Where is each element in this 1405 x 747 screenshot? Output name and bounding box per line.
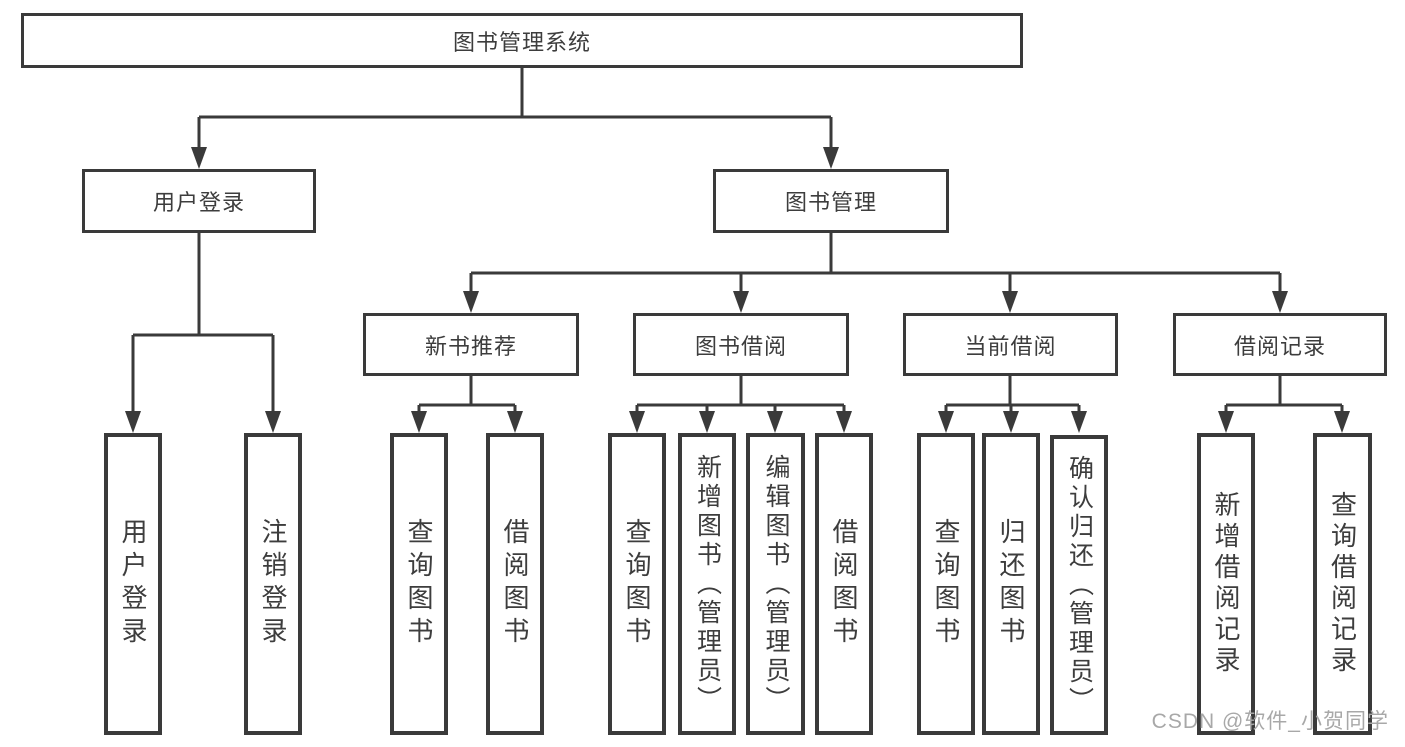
- leaf-label: 借阅图书: [829, 518, 859, 650]
- arrowhead-icon: [507, 411, 523, 433]
- arrowhead-icon: [823, 147, 839, 169]
- connector-book-management-to-children: [463, 233, 1288, 313]
- node-label: 图书借阅: [694, 333, 787, 359]
- leaf-confirm-return-admin: 确认归还（管理员）: [1050, 435, 1108, 735]
- leaf-label: 新增借阅记录: [1211, 491, 1241, 677]
- arrowhead-icon: [1003, 411, 1019, 433]
- leaf-add-books-admin: 新增图书（管理员）: [678, 433, 736, 735]
- node-book-management: 图书管理: [713, 169, 949, 233]
- leaf-query-books-recommend: 查询图书: [390, 433, 448, 735]
- leaf-label: 编辑图书（管理员）: [762, 453, 790, 715]
- node-label: 图书管理系统: [452, 29, 591, 55]
- leaf-label: 查询借阅记录: [1327, 491, 1358, 677]
- arrowhead-icon: [1218, 411, 1234, 433]
- node-label: 用户登录: [152, 190, 245, 215]
- connector-root-to-level2: [191, 68, 839, 169]
- node-user-login: 用户登录: [82, 169, 316, 233]
- leaf-label: 用户登录: [118, 518, 148, 650]
- leaf-query-books-current: 查询图书: [917, 433, 975, 735]
- connector-user-login-to-children: [125, 233, 281, 433]
- arrowhead-icon: [938, 411, 954, 433]
- node-label: 新书推荐: [424, 333, 517, 359]
- node-label: 图书管理: [784, 190, 877, 215]
- leaf-label: 查询图书: [622, 518, 652, 650]
- arrowhead-icon: [836, 411, 852, 433]
- leaf-query-borrow-record: 查询借阅记录: [1313, 433, 1372, 735]
- leaf-label: 查询图书: [404, 518, 434, 650]
- node-label: 当前借阅: [964, 333, 1057, 359]
- arrowhead-icon: [463, 291, 479, 313]
- leaf-edit-books-admin: 编辑图书（管理员）: [746, 433, 805, 735]
- arrowhead-icon: [265, 411, 281, 433]
- arrowhead-icon: [733, 291, 749, 313]
- leaf-label: 查询图书: [931, 518, 961, 650]
- leaf-label: 注销登录: [258, 518, 288, 650]
- leaf-label: 借阅图书: [500, 518, 530, 650]
- leaf-user-login: 用户登录: [104, 433, 162, 735]
- node-label: 借阅记录: [1233, 333, 1326, 359]
- csdn-watermark: CSDN @软件_小贺同学: [1151, 710, 1389, 733]
- node-current-borrowing: 当前借阅: [903, 313, 1118, 376]
- arrowhead-icon: [411, 411, 427, 433]
- connector-current-borrowing-to-children: [938, 376, 1087, 433]
- arrowhead-icon: [1002, 291, 1018, 313]
- arrowhead-icon: [699, 411, 715, 433]
- leaf-borrow-books-recommend: 借阅图书: [486, 433, 544, 735]
- leaf-add-borrow-record: 新增借阅记录: [1197, 433, 1255, 735]
- arrowhead-icon: [1272, 291, 1288, 313]
- node-new-book-recommend: 新书推荐: [363, 313, 579, 376]
- leaf-logout: 注销登录: [244, 433, 302, 735]
- connector-new-book-to-children: [411, 376, 523, 433]
- arrowhead-icon: [125, 411, 141, 433]
- leaf-borrow-books-borrowing: 借阅图书: [815, 433, 873, 735]
- leaf-label: 新增图书（管理员）: [693, 453, 722, 715]
- node-book-borrowing: 图书借阅: [633, 313, 849, 376]
- leaf-query-books-borrowing: 查询图书: [608, 433, 666, 735]
- leaf-return-books: 归还图书: [982, 433, 1040, 735]
- arrowhead-icon: [767, 411, 783, 433]
- node-borrowing-records: 借阅记录: [1173, 313, 1387, 376]
- arrowhead-icon: [191, 147, 207, 169]
- leaf-label: 归还图书: [996, 518, 1026, 650]
- arrowhead-icon: [629, 411, 645, 433]
- node-library-management-system: 图书管理系统: [21, 13, 1023, 68]
- connector-book-borrowing-to-children: [629, 376, 852, 433]
- leaf-label: 确认归还（管理员）: [1065, 454, 1094, 716]
- connector-borrowing-records-to-children: [1218, 376, 1350, 433]
- arrowhead-icon: [1334, 411, 1350, 433]
- arrowhead-icon: [1071, 411, 1087, 433]
